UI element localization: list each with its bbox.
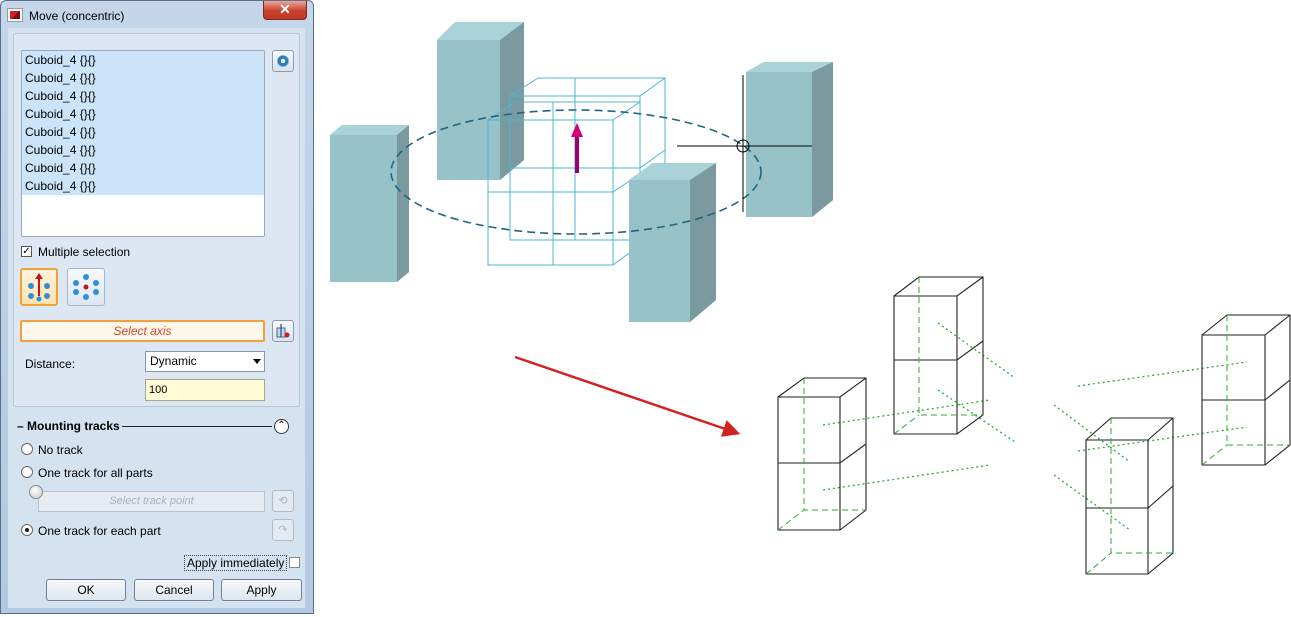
list-item[interactable]: Cuboid_4 {}{}	[22, 51, 264, 69]
list-item[interactable]: Cuboid_4 {}{}	[22, 177, 264, 195]
distance-mode-value: Dynamic	[150, 354, 197, 368]
cuboid-solid[interactable]	[330, 125, 409, 282]
concentric-circle-path	[390, 109, 762, 235]
cuboid-solid[interactable]	[437, 22, 524, 180]
list-item[interactable]: Cuboid_4 {}{}	[22, 141, 264, 159]
mounting-track-lines	[822, 322, 1248, 531]
track-each-button[interactable]: ↷	[272, 519, 294, 541]
section-divider	[122, 426, 272, 427]
no-track-label: No track	[38, 443, 83, 457]
track-point-field[interactable]: Select track point	[38, 491, 265, 512]
gear-icon	[277, 55, 289, 67]
track-each-icon: ↷	[278, 524, 288, 536]
title-bar[interactable]: Move (concentric) ✕	[1, 1, 313, 29]
one-track-all-label: One track for all parts	[38, 466, 153, 480]
axis-pick-icon	[276, 324, 290, 338]
hidden-edges	[777, 277, 1290, 575]
distance-mode-select[interactable]: Dynamic	[145, 351, 265, 372]
track-point-button[interactable]: ⟲	[272, 490, 294, 512]
select-axis-field[interactable]: Select axis	[20, 320, 265, 342]
moved-parts-outline[interactable]	[777, 276, 1291, 575]
mounting-tracks-heading: – Mounting tracks	[17, 419, 120, 433]
multiple-selection-checkbox[interactable]: ✓	[21, 246, 32, 257]
one-track-each-radio[interactable]	[21, 524, 33, 536]
track-slider-handle[interactable]	[29, 485, 43, 499]
arrow-right-icon	[514, 355, 741, 437]
one-track-each-label: One track for each part	[38, 524, 161, 538]
apply-immediately-label: Apply immediately	[184, 555, 288, 571]
distance-label: Distance:	[25, 357, 76, 371]
arrow-up-icon	[571, 123, 583, 173]
list-item[interactable]: Cuboid_4 {}{}	[22, 123, 264, 141]
ok-button[interactable]: OK	[46, 579, 126, 601]
mounting-tracks-title: Mounting tracks	[27, 419, 120, 433]
one-track-all-radio[interactable]	[21, 466, 33, 478]
axis-mode-button[interactable]	[20, 268, 58, 306]
cuboid-solid[interactable]	[629, 163, 716, 322]
chevron-down-icon	[253, 359, 261, 364]
identify-parts-button[interactable]	[272, 50, 294, 72]
distance-input[interactable]: 100	[145, 379, 265, 401]
3d-viewport[interactable]	[314, 0, 1291, 617]
axis-move-icon	[28, 273, 50, 302]
point-concentric-icon	[73, 274, 99, 300]
close-button[interactable]: ✕	[263, 1, 307, 20]
apply-button[interactable]: Apply	[221, 579, 302, 601]
selected-parts-list[interactable]: Cuboid_4 {}{} Cuboid_4 {}{} Cuboid_4 {}{…	[21, 50, 265, 237]
no-track-radio[interactable]	[21, 443, 33, 455]
cuboid-solid[interactable]	[746, 62, 833, 217]
list-item[interactable]: Cuboid_4 {}{}	[22, 87, 264, 105]
axis-marker	[677, 75, 812, 212]
collapse-section-button[interactable]: ⌃	[274, 419, 289, 434]
point-mode-button[interactable]	[67, 268, 105, 306]
list-item[interactable]: Cuboid_4 {}{}	[22, 69, 264, 87]
cancel-button[interactable]: Cancel	[134, 579, 214, 601]
dialog-title: Move (concentric)	[29, 9, 125, 23]
select-axis-button[interactable]	[272, 320, 294, 342]
multiple-selection-label: Multiple selection	[38, 245, 131, 259]
list-item[interactable]: Cuboid_4 {}{}	[22, 105, 264, 123]
track-pick-icon: ⟲	[278, 495, 288, 507]
app-icon	[7, 8, 23, 22]
apply-immediately-checkbox[interactable]	[289, 557, 300, 568]
list-item[interactable]: Cuboid_4 {}{}	[22, 159, 264, 177]
